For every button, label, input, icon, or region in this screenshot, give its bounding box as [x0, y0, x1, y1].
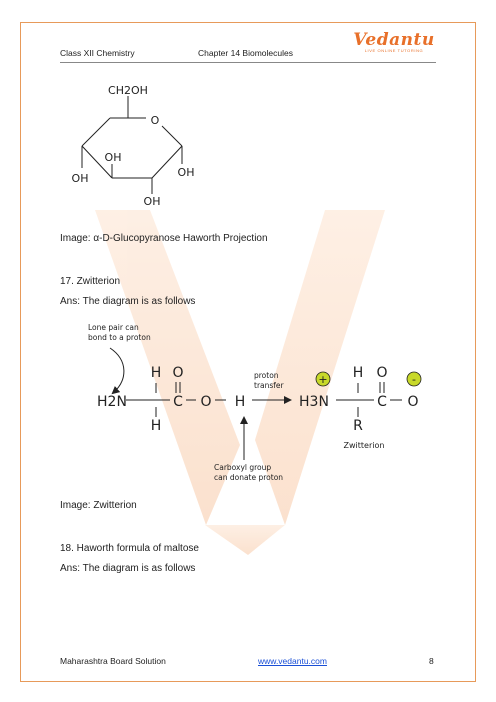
question-17-answer: Ans: The diagram is as follows — [60, 296, 196, 307]
zwitterion-diagram: Lone pair can bond to a proton H O H2N C… — [88, 323, 422, 482]
haworth-diagram: CH2OH O OH OH OH OH — [72, 84, 195, 208]
proton-line2: transfer — [254, 381, 285, 390]
hydrogen-end: H — [235, 394, 246, 410]
r-group-label: R — [353, 418, 363, 434]
h2n-label: H2N — [97, 394, 127, 410]
oh-inner-label: OH — [105, 151, 122, 164]
footer-link[interactable]: www.vedantu.com — [258, 656, 327, 666]
ring-oxygen-label: O — [151, 114, 160, 127]
h-bottom-left: H — [151, 418, 162, 434]
zwitterion-label: Zwitterion — [344, 441, 385, 450]
proton-line1: proton — [254, 371, 279, 380]
ch2oh-label: CH2OH — [108, 84, 148, 97]
oh-left-label: OH — [72, 172, 89, 185]
question-18-title: 18. Haworth formula of maltose — [60, 543, 199, 554]
h-top-left: H — [151, 365, 162, 381]
carboxyl-line2: can donate proton — [214, 473, 283, 482]
question-17-title: 17. Zwitterion — [60, 276, 121, 287]
question-18-answer: Ans: The diagram is as follows — [60, 563, 196, 574]
page-border — [20, 22, 476, 682]
header-chapter: Chapter 14 Biomolecules — [198, 48, 293, 58]
page-number: 8 — [429, 656, 434, 666]
h-top-right: H — [353, 365, 364, 381]
oxygen-mid: O — [200, 394, 211, 410]
lone-pair-arrow — [109, 347, 125, 395]
header-divider — [60, 62, 436, 63]
lone-pair-line2: bond to a proton — [88, 333, 151, 342]
oh-right-label: OH — [178, 166, 195, 179]
oxygen-end: O — [407, 394, 418, 410]
minus-charge-icon — [406, 371, 422, 387]
plus-charge-label: + — [318, 373, 327, 386]
carboxyl-line1: Carboxyl group — [214, 463, 271, 472]
plus-charge-icon — [315, 371, 331, 387]
caption-zwitterion: Image: Zwitterion — [60, 500, 137, 511]
header-class: Class XII Chemistry — [60, 48, 135, 58]
carbon-left: C — [173, 394, 183, 410]
h3n-label: H3N — [299, 394, 329, 410]
lone-pair-line1: Lone pair can — [88, 323, 139, 332]
o-top-right: O — [376, 365, 387, 381]
oh-bottom-label: OH — [144, 195, 161, 208]
carbon-right: C — [377, 394, 387, 410]
logo-name: Vedantu — [353, 30, 435, 50]
o-top-left: O — [172, 365, 183, 381]
vedantu-logo: Vedantu LIVE ONLINE TUTORING — [352, 30, 436, 53]
caption-haworth: Image: α-D-Glucopyranose Haworth Project… — [60, 233, 268, 244]
logo-tagline: LIVE ONLINE TUTORING — [364, 48, 424, 53]
footer-board: Maharashtra Board Solution — [60, 656, 166, 666]
minus-charge-label: - — [412, 373, 416, 386]
